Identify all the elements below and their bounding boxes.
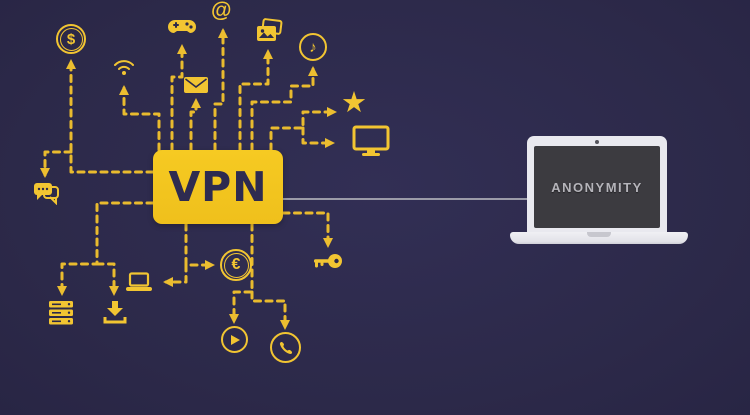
download-icon [103, 301, 127, 324]
email-envelope-icon [184, 77, 208, 93]
monitor-icon [352, 125, 390, 156]
wire-to-music [250, 66, 318, 152]
vpn-label: VPN [168, 163, 268, 211]
wire-to-euro [184, 222, 215, 270]
laptop-base [510, 232, 688, 244]
wire-to-controller [170, 44, 187, 152]
wire-to-play [229, 222, 254, 324]
wire-to-chat [40, 150, 73, 178]
star-icon: ★ [341, 87, 367, 119]
music-note-icon: ♪ [299, 33, 327, 61]
phone-call-icon [270, 332, 301, 363]
anonymity-text: ANONYMITY [551, 179, 643, 195]
laptop-camera-dot [595, 140, 599, 144]
chat-bubbles-icon [34, 183, 59, 205]
game-controller-icon [168, 20, 196, 33]
photos-icon [257, 18, 283, 41]
euro-circle-icon: € [220, 249, 252, 281]
wire-to-at [213, 28, 228, 152]
euro-glyph: € [231, 256, 241, 273]
laptop-small-icon [126, 272, 152, 291]
wire-to-star [269, 107, 337, 152]
key-icon [314, 254, 342, 268]
laptop-notch [587, 232, 611, 237]
wire-to-photos [238, 49, 273, 152]
vpn-box: VPN [153, 150, 283, 224]
play-triangle [231, 334, 240, 345]
dollar-glyph: $ [66, 30, 76, 48]
phone-handset [279, 341, 292, 354]
wire-to-monitor [301, 126, 335, 148]
wire-to-key [281, 211, 333, 248]
wire-to-wifi [119, 85, 161, 152]
wire-to-phone [250, 290, 290, 330]
laptop-screen: ANONYMITY [527, 136, 667, 232]
play-button-icon [221, 326, 248, 353]
at-sign-icon: @ [211, 0, 232, 22]
laptop-display: ANONYMITY [534, 146, 660, 228]
server-stack-icon [49, 301, 73, 325]
wire-to-envelope [189, 98, 201, 152]
wire-to-laptop-small [163, 263, 188, 287]
wire-to-download [95, 262, 119, 296]
wifi-icon [114, 60, 134, 75]
music-glyph: ♪ [309, 38, 317, 56]
dollar-circle-icon: $ [56, 24, 86, 54]
wire-to-dollar [66, 59, 155, 174]
